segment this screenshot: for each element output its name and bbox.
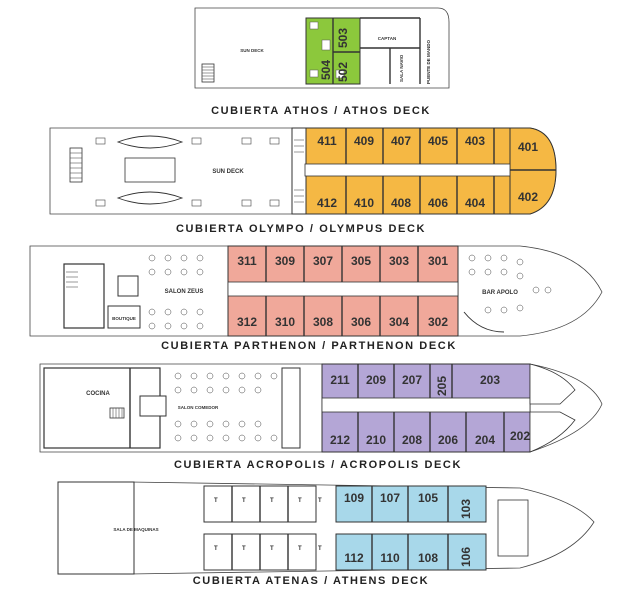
olympus-stairs-icon xyxy=(69,147,83,183)
athos-cabin-503: 503 xyxy=(336,28,350,48)
crew-cabin-mark: T xyxy=(298,546,302,552)
athos-sun-deck-label: SUN DECK xyxy=(240,48,264,53)
athens-deck-title: CUBIERTA ATENAS / ATHENS DECK xyxy=(193,575,429,587)
crew-cabin-mark: T xyxy=(298,498,302,504)
acropolis-cabin-203: 203 xyxy=(480,373,500,387)
athos-cabin-504: 504 xyxy=(319,60,333,80)
olympus-cabin-406: 406 xyxy=(428,196,448,210)
parthenon-cabin-307: 307 xyxy=(313,254,333,268)
olympus-deck: SUN DECK 411 409 407 405 403 412 410 408… xyxy=(49,127,557,235)
bar-tables-icon xyxy=(468,254,552,314)
parthenon-salon-label: SALON ZEUS xyxy=(165,289,204,295)
olympus-stairs-icon-2 xyxy=(294,139,304,203)
crew-cabin-mark: T xyxy=(242,546,246,552)
acropolis-stairs-icon xyxy=(109,407,125,419)
athos-captain-label: CAPTAN xyxy=(378,36,396,41)
parthenon-cabin-306: 306 xyxy=(351,315,371,329)
parthenon-deck: BOUTIQUE SALON ZEUS 311 309 307 305 303 … xyxy=(29,245,603,352)
crew-cabin-mark: T xyxy=(270,498,274,504)
parthenon-cabin-311: 311 xyxy=(237,254,257,268)
salon-zeus-tables-icon xyxy=(148,254,204,330)
acropolis-cabin-206: 206 xyxy=(438,433,458,447)
athens-cabin-103: 103 xyxy=(459,499,473,519)
parthenon-stairs-icon xyxy=(66,271,78,288)
acropolis-deck-title: CUBIERTA ACROPOLIS / ACROPOLIS DECK xyxy=(174,459,462,471)
athens-deck: SALA DE MAQUINAS T T T T T T T T T T 109… xyxy=(57,481,595,587)
acropolis-dining-label: SALON COMEDOR xyxy=(178,405,219,410)
acropolis-cabin-204: 204 xyxy=(475,433,495,447)
athens-cabin-105: 105 xyxy=(418,491,438,505)
parthenon-boutique-label: BOUTIQUE xyxy=(112,316,136,321)
parthenon-cabin-308: 308 xyxy=(313,315,333,329)
athos-stairs-icon xyxy=(201,63,215,83)
acropolis-cabin-202: 202 xyxy=(510,429,530,443)
parthenon-cabin-312: 312 xyxy=(237,315,257,329)
crew-cabin-mark: T xyxy=(214,546,218,552)
athos-bridge-label: PUENTE DE MANDO xyxy=(426,39,431,84)
athens-cabin-110: 110 xyxy=(380,551,400,565)
athos-cabin-502: 502 xyxy=(336,62,350,82)
parthenon-cabin-302: 302 xyxy=(428,315,448,329)
olympus-cabin-405: 405 xyxy=(428,134,448,148)
athens-cabin-block-bottom xyxy=(335,533,487,571)
athos-chart-room-label: SALA NAVIO xyxy=(399,54,404,82)
lifeboat-icon xyxy=(116,135,184,205)
olympus-cabin-403: 403 xyxy=(465,134,485,148)
parthenon-cabin-301: 301 xyxy=(428,254,448,268)
crew-cabin-mark: T xyxy=(318,546,322,552)
dining-tables-icon xyxy=(174,372,278,442)
athens-cabin-block-top xyxy=(335,485,487,523)
acropolis-cabin-210: 210 xyxy=(366,433,386,447)
parthenon-bar-label: BAR APOLO xyxy=(482,290,518,296)
olympus-cabin-412: 412 xyxy=(317,196,337,210)
acropolis-cabin-207: 207 xyxy=(402,373,422,387)
acropolis-cabin-205: 205 xyxy=(435,376,449,396)
olympus-cabin-408: 408 xyxy=(391,196,411,210)
olympus-suite-402: 402 xyxy=(518,190,538,204)
athos-deck-title: CUBIERTA ATHOS / ATHOS DECK xyxy=(211,105,431,117)
athens-cabin-112: 112 xyxy=(344,551,364,565)
olympus-cabin-404: 404 xyxy=(465,196,485,210)
parthenon-cabin-309: 309 xyxy=(275,254,295,268)
acropolis-kitchen-label: COCINA xyxy=(86,391,110,397)
parthenon-cabin-303: 303 xyxy=(389,254,409,268)
olympus-cabin-410: 410 xyxy=(354,196,374,210)
athens-engine-room-label: SALA DE MAQUINAS xyxy=(113,527,158,532)
athens-cabin-106: 106 xyxy=(459,547,473,567)
olympus-cabin-411: 411 xyxy=(317,134,337,148)
crew-cabins xyxy=(203,485,317,571)
parthenon-cabin-305: 305 xyxy=(351,254,371,268)
athos-deck: SUN DECK 503 504 502 CAPTAN SALA NAVIO P… xyxy=(194,7,450,117)
olympus-deck-title: CUBIERTA OLYMPO / OLYMPUS DECK xyxy=(176,223,426,235)
acropolis-cabin-208: 208 xyxy=(402,433,422,447)
athens-cabin-109: 109 xyxy=(344,491,364,505)
acropolis-cabin-209: 209 xyxy=(366,373,386,387)
crew-cabin-mark: T xyxy=(242,498,246,504)
deck-chairs-icon xyxy=(95,137,280,207)
olympus-suite-401: 401 xyxy=(518,140,538,154)
acropolis-cabin-212: 212 xyxy=(330,433,350,447)
athens-cabin-108: 108 xyxy=(418,551,438,565)
acropolis-cabin-211: 211 xyxy=(330,373,350,387)
crew-cabin-mark: T xyxy=(214,498,218,504)
crew-cabin-mark: T xyxy=(318,498,322,504)
olympus-cabin-409: 409 xyxy=(354,134,374,148)
olympus-cabin-407: 407 xyxy=(391,134,411,148)
athens-cabin-107: 107 xyxy=(380,491,400,505)
parthenon-cabin-304: 304 xyxy=(389,315,409,329)
olympus-sun-deck-label: SUN DECK xyxy=(212,169,244,175)
parthenon-deck-title: CUBIERTA PARTHENON / PARTHENON DECK xyxy=(161,340,457,352)
parthenon-cabin-310: 310 xyxy=(275,315,295,329)
acropolis-deck: COCINA SALON COMEDOR 211 209 207 205 203 xyxy=(39,363,603,471)
crew-cabin-mark: T xyxy=(270,546,274,552)
